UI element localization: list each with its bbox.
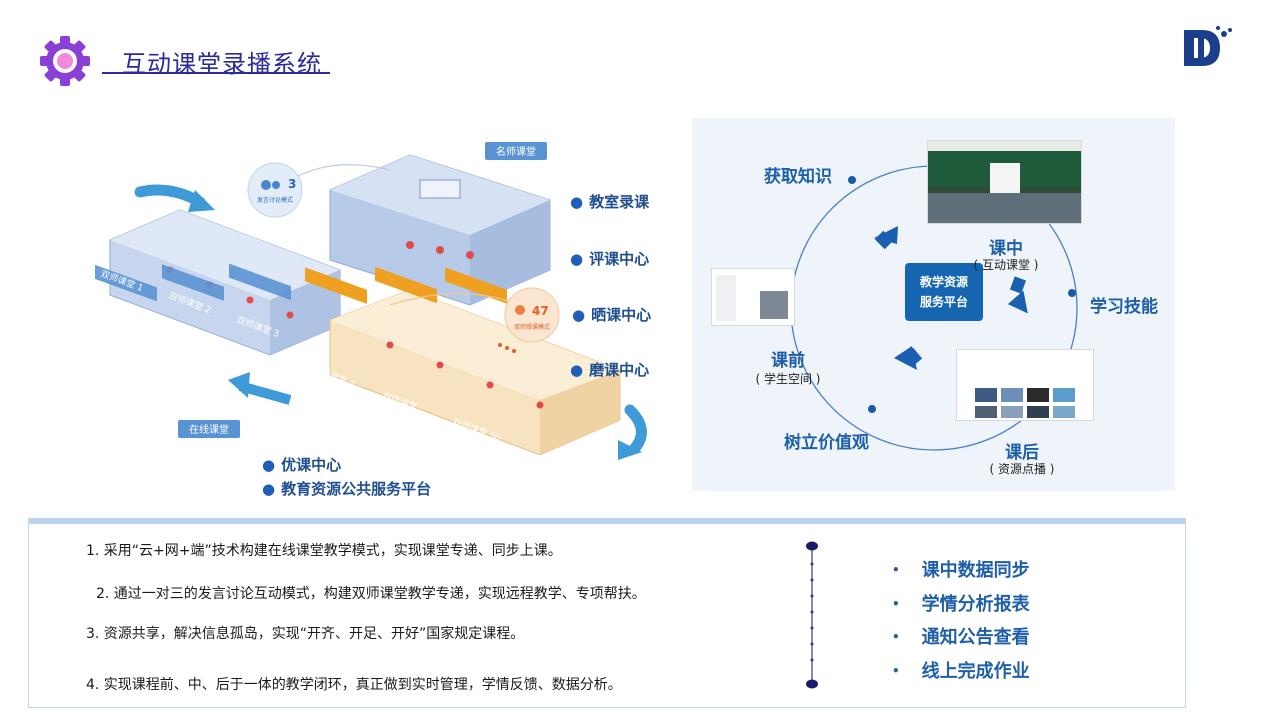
- brand-logo: [1184, 26, 1232, 66]
- after-class-label: 课后: [1005, 443, 1039, 463]
- feature-item-sync: •课中数据同步: [892, 560, 1030, 581]
- before-class-label: 课前: [771, 351, 805, 371]
- feature-public-platform: ●教育资源公共服务平台: [262, 480, 432, 498]
- resource-platform-box: 教学资源 服务平台: [905, 263, 983, 321]
- online-class-label: 在线课堂: [189, 423, 229, 436]
- feature-review-center: ●评课中心: [570, 250, 650, 268]
- discussion-label: 发言讨论模式: [257, 196, 293, 204]
- in-class-label: 课中: [989, 239, 1023, 259]
- feature-showcase-center: ●晒课中心: [572, 306, 652, 324]
- summary-panel: [28, 518, 1186, 708]
- gear-icon: [40, 36, 90, 86]
- learn-skills-label: 学习技能: [1090, 297, 1158, 317]
- student-space-screenshot: [711, 268, 795, 326]
- feature-item-notice: •通知公告查看: [892, 627, 1030, 648]
- in-class-screenshot: [927, 140, 1082, 224]
- summary-point-4: 4. 实现课程前、中、后于一体的教学闭环，真正做到实时管理，学情反馈、数据分析。: [86, 677, 622, 693]
- resource-vod-screenshot: [956, 349, 1094, 421]
- classroom-network-illustration: 名师课堂 双师课堂 1 双师课堂 2 双师课堂 3 双师课堂 4 双师课堂 ..…: [95, 142, 647, 460]
- feature-excellent-center: ●优课中心: [262, 456, 342, 474]
- summary-point-3: 3. 资源共享，解决信息孤岛，实现“开齐、开足、开好”国家规定课程。: [86, 626, 525, 642]
- listen-count: 47: [532, 304, 549, 318]
- summary-point-2: 2. 通过一对三的发言讨论互动模式，构建双师课堂教学专递，实现远程教学、专项帮扶…: [96, 586, 646, 602]
- after-class-sub-label: ( 资源点播 ): [989, 462, 1055, 476]
- feature-polish-center: ●磨课中心: [570, 361, 650, 379]
- before-class-sub-label: ( 学生空间 ): [755, 372, 821, 386]
- summary-point-1: 1. 采用“云+网+端”技术构建在线课堂教学模式，实现课堂专递、同步上课。: [86, 543, 562, 559]
- famous-teacher-label: 名师课堂: [496, 145, 536, 158]
- listen-label: 双师授课模式: [514, 323, 550, 331]
- acquire-knowledge-label: 获取知识: [764, 167, 832, 187]
- title-underline: [102, 72, 330, 74]
- feature-item-analysis: •学情分析报表: [892, 594, 1030, 615]
- feature-classroom-recording: ●教室录课: [570, 193, 650, 211]
- feature-item-homework: •线上完成作业: [892, 661, 1030, 682]
- discussion-count: 3: [288, 177, 296, 191]
- vertical-divider: [806, 541, 818, 689]
- establish-values-label: 树立价值观: [784, 433, 869, 453]
- in-class-sub-label: ( 互动课堂 ): [973, 258, 1039, 272]
